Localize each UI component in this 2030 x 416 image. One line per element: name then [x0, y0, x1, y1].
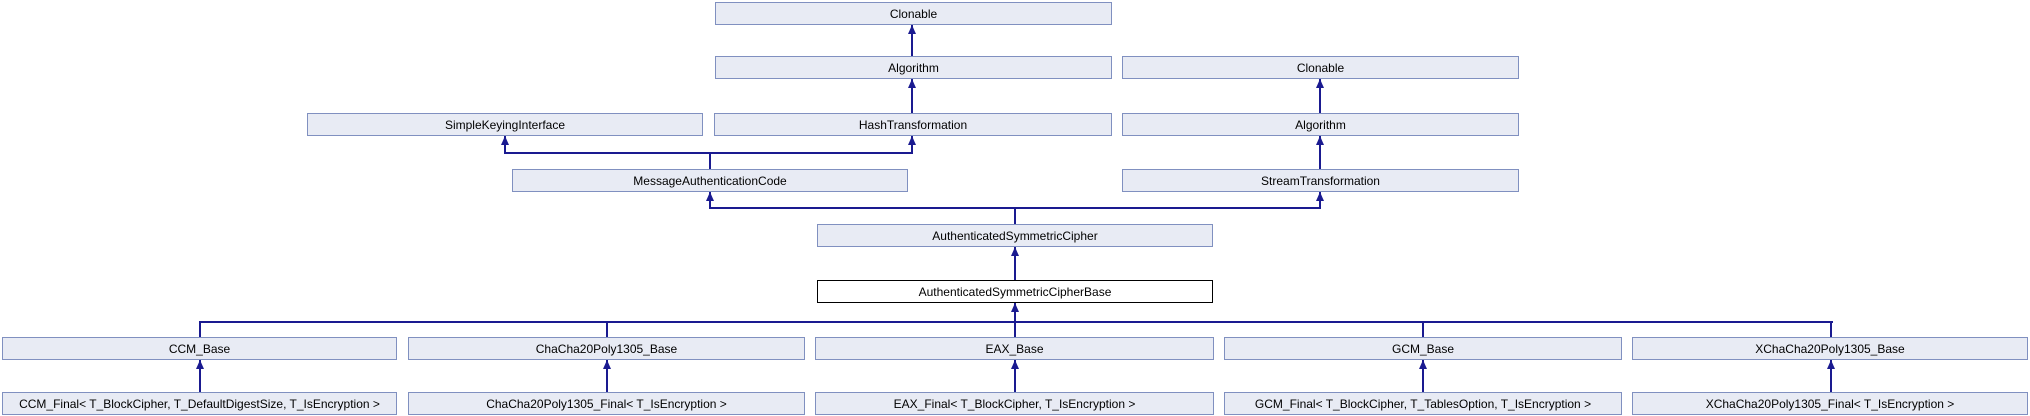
class-node-message-authentication-code[interactable]: MessageAuthenticationCode — [512, 169, 908, 192]
inheritance-edge-line — [606, 360, 608, 392]
class-node-algorithm-right[interactable]: Algorithm — [1122, 113, 1519, 136]
class-node-ccm-final[interactable]: CCM_Final< T_BlockCipher, T_DefaultDiges… — [2, 392, 397, 415]
arrowhead-up-icon — [1316, 79, 1324, 88]
arrowhead-up-icon — [1011, 360, 1019, 369]
inheritance-edge-line — [199, 321, 201, 337]
class-node-eax-base[interactable]: EAX_Base — [815, 337, 1214, 360]
class-node-xchacha20poly1305-final[interactable]: XChaCha20Poly1305_Final< T_IsEncryption … — [1632, 392, 2028, 415]
arrowhead-up-icon — [1011, 247, 1019, 256]
arrowhead-up-icon — [1316, 192, 1324, 201]
inheritance-edge-line — [911, 136, 913, 154]
class-node-ccm-base[interactable]: CCM_Base — [2, 337, 397, 360]
class-node-chacha20poly1305-final[interactable]: ChaCha20Poly1305_Final< T_IsEncryption > — [408, 392, 805, 415]
class-node-gcm-final[interactable]: GCM_Final< T_BlockCipher, T_TablesOption… — [1224, 392, 1622, 415]
arrowhead-up-icon — [1316, 136, 1324, 145]
class-node-authenticated-symmetric-cipher[interactable]: AuthenticatedSymmetricCipher — [817, 224, 1213, 247]
inheritance-edge-line — [1319, 79, 1321, 113]
inheritance-edge-line — [504, 152, 913, 154]
class-node-xchacha20poly1305-base[interactable]: XChaCha20Poly1305_Base — [1632, 337, 2028, 360]
class-node-clonable-top[interactable]: Clonable — [715, 2, 1112, 25]
inheritance-edge-line — [1014, 360, 1016, 392]
arrowhead-up-icon — [196, 360, 204, 369]
arrowhead-up-icon — [1011, 303, 1019, 312]
inheritance-edge-line — [504, 136, 506, 154]
inheritance-edge-line — [911, 79, 913, 113]
class-node-clonable-right[interactable]: Clonable — [1122, 56, 1519, 79]
inheritance-edge-line — [1830, 360, 1832, 392]
inheritance-edge-line — [199, 321, 1833, 323]
arrowhead-up-icon — [908, 79, 916, 88]
class-node-algorithm-left[interactable]: Algorithm — [715, 56, 1112, 79]
inheritance-edge-line — [1830, 321, 1832, 337]
class-node-stream-transformation[interactable]: StreamTransformation — [1122, 169, 1519, 192]
inheritance-edge-line — [709, 152, 711, 169]
inheritance-edge-line — [606, 321, 608, 337]
class-node-chacha20poly1305-base[interactable]: ChaCha20Poly1305_Base — [408, 337, 805, 360]
inheritance-edge-line — [911, 25, 913, 56]
inheritance-edge-line — [1014, 247, 1016, 280]
class-node-authenticated-symmetric-cipher-base: AuthenticatedSymmetricCipherBase — [817, 280, 1213, 303]
class-node-gcm-base[interactable]: GCM_Base — [1224, 337, 1622, 360]
inheritance-edge-line — [1422, 321, 1424, 337]
inheritance-edge-line — [1422, 360, 1424, 392]
class-node-eax-final[interactable]: EAX_Final< T_BlockCipher, T_IsEncryption… — [815, 392, 1214, 415]
class-node-simple-keying-interface[interactable]: SimpleKeyingInterface — [307, 113, 703, 136]
arrowhead-up-icon — [908, 25, 916, 34]
class-node-hash-transformation[interactable]: HashTransformation — [714, 113, 1112, 136]
arrowhead-up-icon — [603, 360, 611, 369]
arrowhead-up-icon — [1419, 360, 1427, 369]
arrowhead-up-icon — [908, 136, 916, 145]
inheritance-edge-line — [1014, 207, 1016, 224]
arrowhead-up-icon — [1827, 360, 1835, 369]
inheritance-edge-line — [1014, 303, 1016, 323]
inheritance-edge-line — [199, 360, 201, 392]
inheritance-edge-line — [1319, 136, 1321, 169]
arrowhead-up-icon — [706, 192, 714, 201]
arrowhead-up-icon — [501, 136, 509, 145]
inheritance-edge-line — [1014, 321, 1016, 337]
